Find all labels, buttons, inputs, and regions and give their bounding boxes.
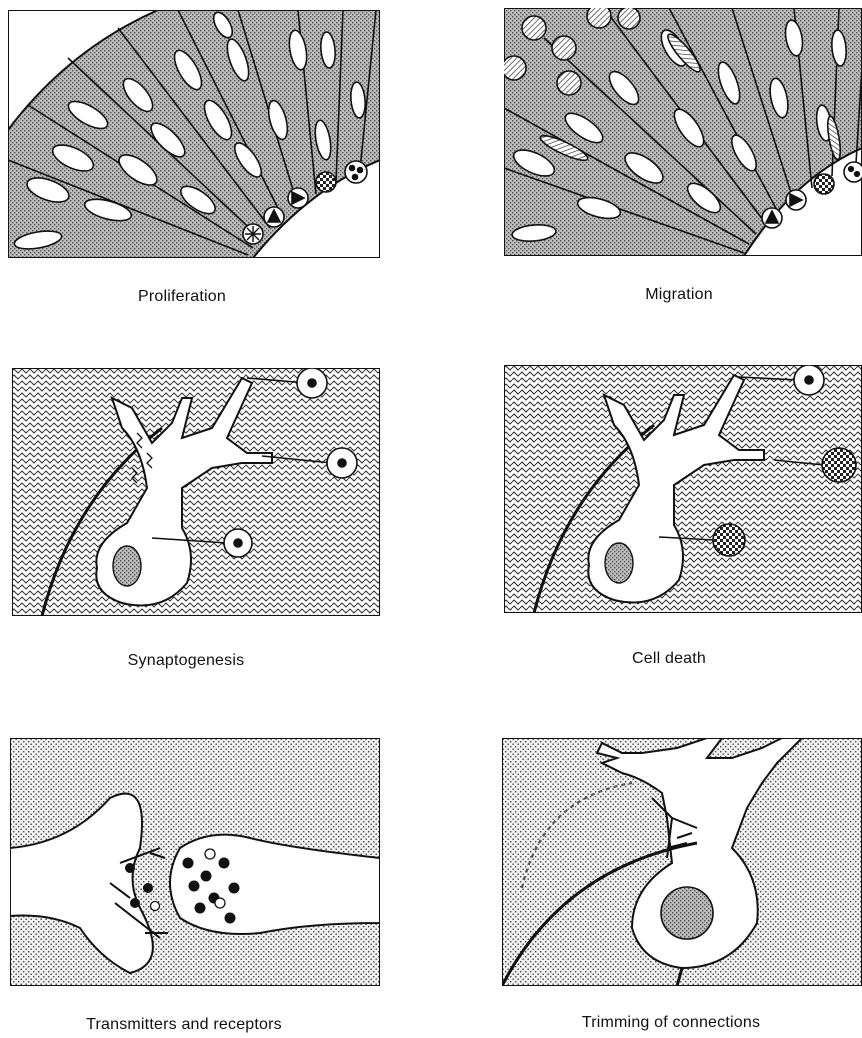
proliferation-illustration	[8, 10, 380, 258]
cell-death-caption: Cell death	[504, 650, 834, 668]
migration-illustration	[504, 8, 862, 256]
trimming-illustration	[502, 738, 862, 986]
transmitters-receptors-illustration	[10, 738, 380, 986]
proliferation-caption: Proliferation	[8, 288, 356, 306]
migration-caption: Migration	[504, 286, 854, 304]
cell-death-illustration	[504, 365, 862, 613]
transmitters-receptors-caption: Transmitters and receptors	[10, 1016, 358, 1034]
synaptogenesis-illustration	[12, 368, 380, 616]
migration-panel	[504, 8, 862, 256]
proliferation-panel	[8, 10, 380, 258]
synaptogenesis-caption: Synaptogenesis	[12, 652, 360, 670]
trimming-panel	[502, 738, 862, 986]
synaptogenesis-panel	[12, 368, 380, 616]
trimming-caption: Trimming of connections	[502, 1014, 840, 1032]
cell-death-panel	[504, 365, 862, 613]
transmitters-receptors-panel	[10, 738, 380, 986]
